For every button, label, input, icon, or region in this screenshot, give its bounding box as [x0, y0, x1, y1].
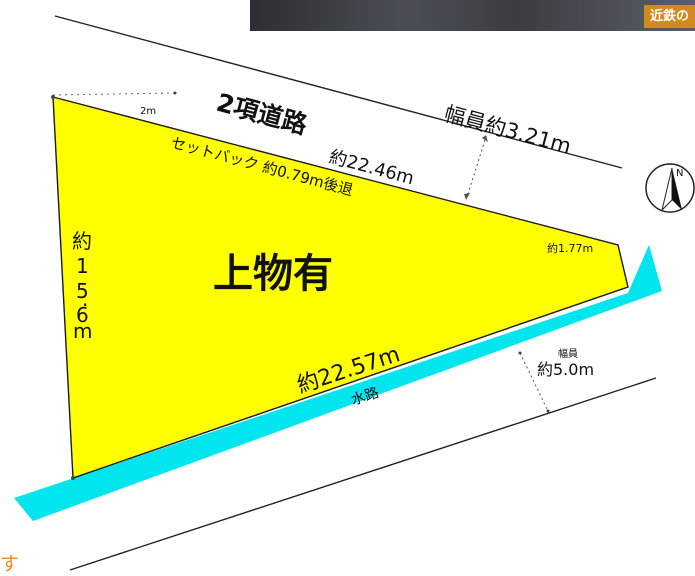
- road-width-dimension: [466, 139, 486, 198]
- waterway-width-value: 約5.0m: [537, 360, 594, 379]
- street-photo-strip: 近鉄の: [250, 0, 695, 31]
- west-edge-char: 6: [76, 303, 89, 327]
- road-width-label: 幅員約3.21m: [442, 102, 574, 159]
- lot-polygon: [52, 96, 629, 479]
- east-edge-length: 約1.77m: [547, 241, 593, 255]
- west-edge-char: .: [82, 287, 88, 311]
- west-edge-char: 5: [76, 279, 89, 303]
- west-edge-char: m: [73, 319, 92, 343]
- north-label: N: [676, 168, 683, 179]
- photo-caption-badge: 近鉄の: [643, 5, 695, 28]
- west-edge-char: 約: [72, 229, 92, 253]
- corner-orange-text: す: [0, 553, 20, 575]
- west-edge-char: 1: [76, 254, 89, 278]
- road-name: 2項道路: [213, 88, 311, 140]
- waterway-width-title: 幅員: [558, 347, 578, 360]
- north-arrow-icon: N: [645, 163, 695, 213]
- west-edge-length: 約 1 5 . 6 m: [72, 229, 92, 343]
- lot-label: 上物有: [213, 251, 333, 297]
- waterway-width-dimension: [519, 352, 549, 412]
- setback-dimension: [52, 92, 176, 96]
- south-boundary-line: [69, 377, 657, 571]
- waterway: [14, 245, 662, 521]
- setback-small-dimension: 2m: [140, 106, 156, 117]
- road-edge-line: [54, 15, 623, 169]
